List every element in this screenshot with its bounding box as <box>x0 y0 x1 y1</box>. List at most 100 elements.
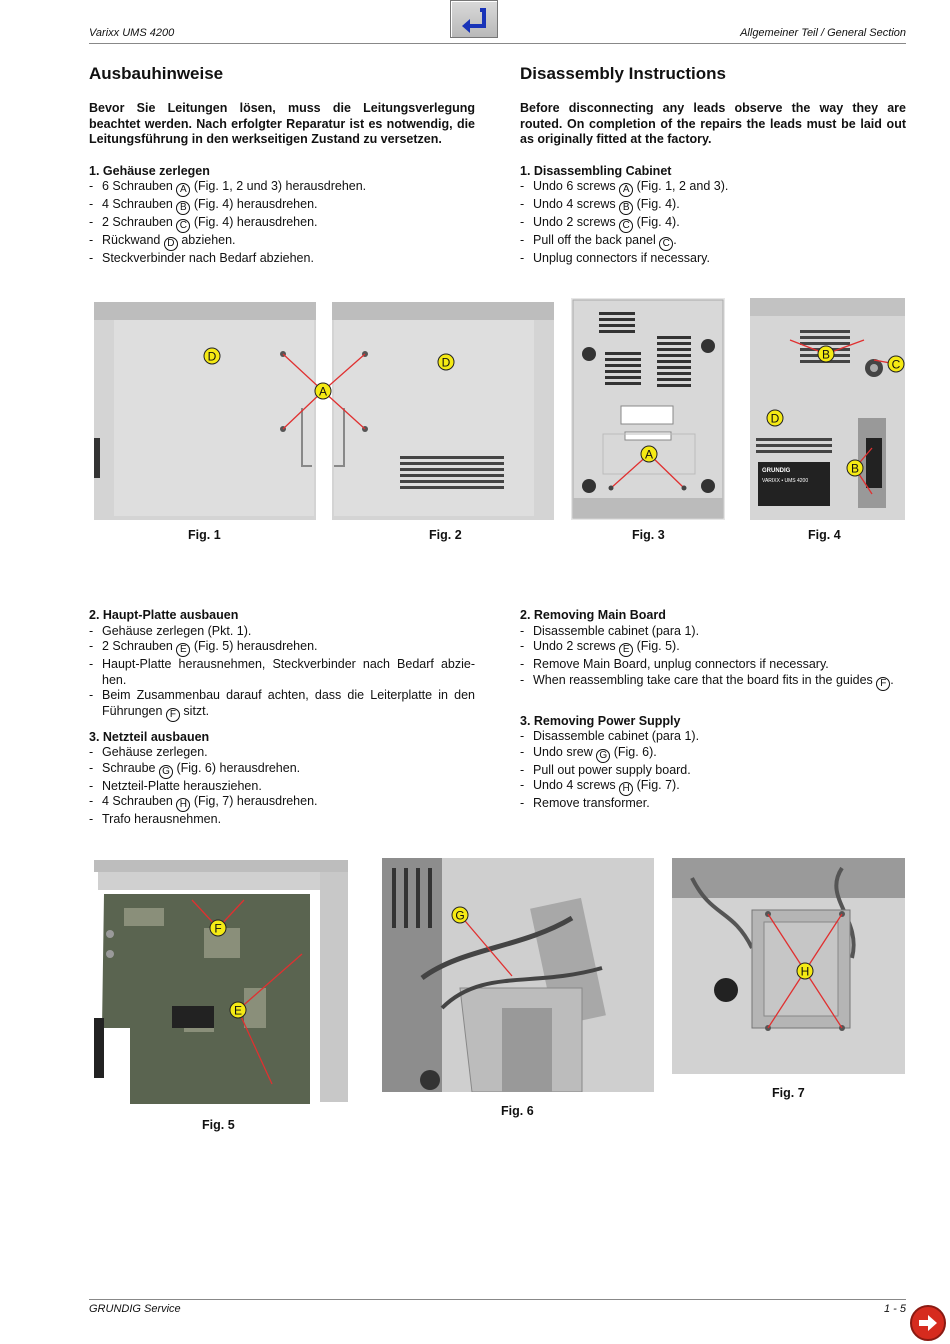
list-item: Gehäuse zerlegen (Pkt. 1). <box>89 624 475 640</box>
header-model: Varixx UMS 4200 <box>89 27 175 39</box>
marker-b-callout <box>846 459 864 477</box>
list-item: Disassemble cabinet (para 1). <box>520 624 906 640</box>
list-item: Undo 2 screws E (Fig. 5). <box>520 639 906 657</box>
list-item: Haupt-Platte herausnehmen, Steckverbinde… <box>89 657 475 688</box>
marker-c: C <box>176 219 191 233</box>
list-item: Disassemble cabinet (para 1). <box>520 729 906 745</box>
list-item: 2 Schrauben C (Fig. 4) herausdrehen. <box>89 215 475 233</box>
marker-d-callout <box>437 353 455 371</box>
svg-text:D: D <box>208 350 217 364</box>
figure-4-caption: Fig. 4 <box>808 528 841 542</box>
marker-a-callout <box>640 445 658 463</box>
footer-brand: GRUNDIG Service <box>89 1303 181 1315</box>
return-arrow-icon <box>462 8 486 33</box>
english-section-1: 1. Disassembling Cabinet Undo 6 screws A… <box>520 164 906 267</box>
marker-e-callout <box>229 1001 247 1019</box>
marker-e: E <box>619 643 634 657</box>
marker-b: B <box>619 201 634 215</box>
marker-b: B <box>176 201 191 215</box>
german-section-1: 1. Gehäuse zerlegen 6 Schrauben A (Fig. … <box>89 164 475 267</box>
marker-f-callout <box>209 919 227 937</box>
back-button[interactable] <box>450 0 498 38</box>
page-header: Varixx UMS 4200 Allgemeiner Teil / Gener… <box>89 24 906 44</box>
marker-a-callout <box>314 382 332 400</box>
figure-1-2-photo: A D D <box>94 298 554 520</box>
german-column: Ausbauhinweise Bevor Sie Leitungen lösen… <box>89 64 475 267</box>
section-heading: 1. Gehäuse zerlegen <box>89 163 210 178</box>
figure-1-caption: Fig. 1 <box>188 528 221 542</box>
marker-b-callout <box>817 345 835 363</box>
power-supply-illustration: G <box>382 858 654 1092</box>
svg-text:B: B <box>851 462 859 476</box>
svg-text:A: A <box>319 385 327 399</box>
marker-c: C <box>659 237 674 251</box>
english-section-3: 3. Removing Power Supply Disassemble cab… <box>520 714 906 812</box>
page-number: 1 - 5 <box>883 1303 906 1315</box>
list-item: Beim Zusammenbau darauf achten, dass die… <box>89 688 475 722</box>
english-title: Disassembly Instructions <box>520 64 726 83</box>
german-intro: Bevor Sie Leitungen lösen, muss die Leit… <box>89 101 475 146</box>
list-item: Rückwand D abziehen. <box>89 233 475 251</box>
marker-a: A <box>176 183 191 197</box>
page-footer: GRUNDIG Service 1 - 5 <box>89 1299 906 1315</box>
list-item: Remove transformer. <box>520 796 906 812</box>
list-item: Remove Main Board, unplug connectors if … <box>520 657 906 673</box>
list-item: Undo srew G (Fig. 6). <box>520 745 906 763</box>
figure-4-photo: GRUNDIG VARIXX • UMS 4200 B C D B <box>750 298 905 520</box>
section-heading: 2. Removing Main Board <box>520 608 666 622</box>
svg-text:D: D <box>442 356 451 370</box>
list-item: Undo 4 screws B (Fig. 4). <box>520 197 906 215</box>
figure-6-photo: G <box>382 858 654 1092</box>
marker-g-callout <box>451 906 469 924</box>
section-heading: 2. Haupt-Platte ausbauen <box>89 608 239 622</box>
list-item: Unplug connectors if necessary. <box>520 251 906 267</box>
svg-text:B: B <box>822 348 830 362</box>
next-page-button[interactable] <box>910 1305 946 1341</box>
marker-c: C <box>619 219 634 233</box>
section-heading: 1. Disassembling Cabinet <box>520 163 672 178</box>
german-column-lower: 2. Haupt-Platte ausbauen Gehäuse zerlege… <box>89 592 475 828</box>
marker-d-callout <box>203 347 221 365</box>
list-item: Undo 6 screws A (Fig. 1, 2 and 3). <box>520 179 906 197</box>
english-intro: Before disconnecting any leads observe t… <box>520 101 906 146</box>
svg-text:F: F <box>214 922 221 936</box>
list-item: 4 Schrauben H (Fig, 7) herausdrehen. <box>89 794 475 812</box>
svg-text:A: A <box>645 448 653 462</box>
list-item: Pull out power supply board. <box>520 763 906 779</box>
german-section-3: 3. Netzteil ausbauen Gehäuse zerlegen. S… <box>89 730 475 828</box>
marker-f: F <box>876 676 891 691</box>
back-view-illustration: GRUNDIG VARIXX • UMS 4200 B C D B <box>750 298 905 520</box>
section-heading: 3. Removing Power Supply <box>520 713 681 728</box>
transformer-illustration: H <box>672 858 905 1074</box>
figure-5-caption: Fig. 5 <box>202 1118 235 1132</box>
marker-c-callout <box>887 355 905 373</box>
marker-h: H <box>176 798 191 812</box>
section-heading: 3. Netzteil ausbauen <box>89 729 210 744</box>
english-column: Disassembly Instructions Before disconne… <box>520 64 906 267</box>
svg-text:GRUNDIG: GRUNDIG <box>762 468 791 474</box>
svg-text:G: G <box>455 909 464 923</box>
list-item: 6 Schrauben A (Fig. 1, 2 und 3) herausdr… <box>89 179 475 197</box>
marker-d: D <box>163 237 178 251</box>
figure-7-photo: H <box>672 858 905 1074</box>
figure-3-photo: A <box>571 298 725 520</box>
list-item: Steckverbinder nach Bedarf abziehen. <box>89 251 475 267</box>
svg-text:E: E <box>234 1004 242 1018</box>
svg-text:H: H <box>801 965 810 979</box>
arrow-right-icon <box>919 1315 937 1331</box>
marker-f: F <box>165 707 180 722</box>
german-section-2: 2. Haupt-Platte ausbauen Gehäuse zerlege… <box>89 608 475 722</box>
list-item: Pull off the back panel C. <box>520 233 906 251</box>
marker-g: G <box>596 748 611 763</box>
figure-6-caption: Fig. 6 <box>501 1104 534 1118</box>
svg-text:VARIXX • UMS 4200: VARIXX • UMS 4200 <box>762 478 808 484</box>
marker-h-callout <box>796 962 814 980</box>
list-item: Trafo herausnehmen. <box>89 812 475 828</box>
figure-5-photo: F E <box>94 858 352 1110</box>
list-item: Netzteil-Platte herausziehen. <box>89 779 475 795</box>
header-section: Allgemeiner Teil / General Section <box>740 27 906 39</box>
list-item: Undo 2 screws C (Fig. 4). <box>520 215 906 233</box>
bottom-view-illustration: A <box>572 299 724 519</box>
main-board-illustration: F E <box>94 860 348 1104</box>
marker-d-callout <box>766 409 784 427</box>
